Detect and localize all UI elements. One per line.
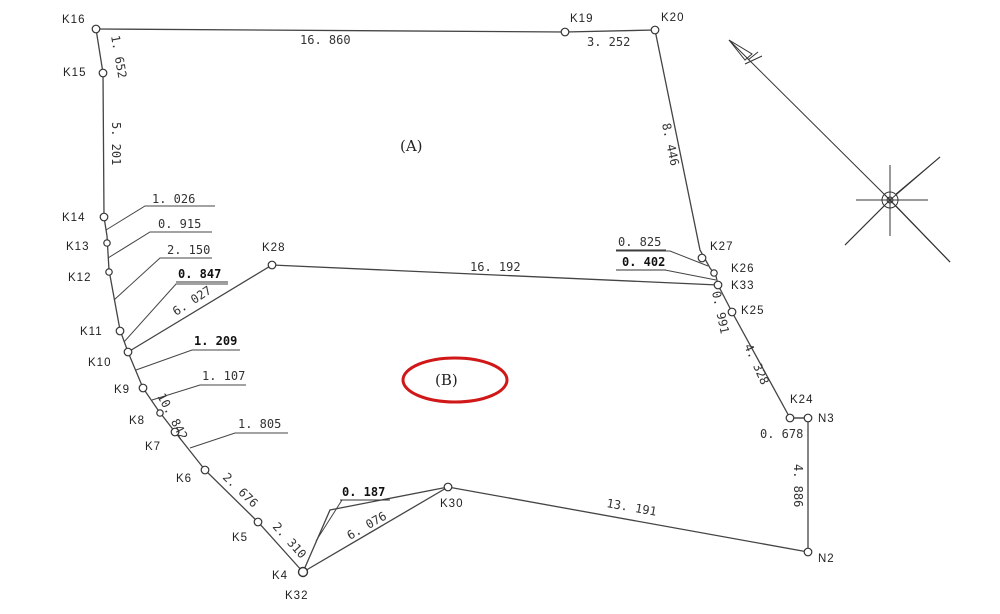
point-k27: [697, 253, 707, 263]
label-k30: K30: [440, 498, 463, 510]
label-k20: K20: [661, 12, 684, 24]
dist-k30-n2: 13. 191: [605, 496, 657, 519]
leader-k13-k12: [107, 231, 212, 259]
label-k5: K5: [232, 532, 248, 544]
dist-k9-k8: 1. 107: [202, 369, 245, 383]
point-k14: [99, 212, 109, 222]
label-k13: K13: [66, 241, 89, 253]
point-k13: [103, 239, 111, 247]
point-labels: K16 K15 K14 K13 K12 K11 K10 K9 K8 K7 K6 …: [62, 12, 835, 602]
dist-k5-k4: 2. 310: [270, 520, 309, 562]
point-n2: [803, 547, 813, 557]
leader-k27-k26: [616, 250, 709, 267]
leader-k9-k8: [151, 384, 246, 401]
point-k12: [105, 268, 113, 276]
label-k4: K4: [272, 570, 288, 582]
point-k16: [91, 24, 101, 34]
label-k26: K26: [731, 263, 754, 275]
leader-k14-k13: [105, 205, 215, 231]
dist-k13-k12: 0. 915: [158, 217, 201, 231]
distance-labels: 16. 860 3. 252 1. 652 5. 201 8. 446 1. 0…: [108, 33, 805, 561]
point-k8: [156, 409, 164, 417]
dist-k11-k10: 0. 847: [178, 267, 221, 281]
point-k7: [170, 427, 180, 437]
point-k30: [443, 482, 453, 492]
leader-k10-k9: [135, 349, 240, 371]
dist-k10-k9: 1. 209: [194, 334, 237, 348]
dist-k28-k33: 16. 192: [470, 260, 521, 274]
area-b-highlight-ring: [401, 356, 509, 404]
point-k26: [710, 269, 718, 277]
point-k28: [267, 260, 277, 270]
dist-k27-k26: 0. 825: [618, 235, 661, 249]
leader-k26-k33: [616, 269, 717, 281]
label-k25: K25: [741, 305, 764, 317]
point-n3: [803, 413, 813, 423]
point-k15: [98, 68, 108, 78]
point-k20: [650, 25, 660, 35]
label-k10: K10: [88, 357, 111, 369]
label-k6: K6: [176, 473, 192, 485]
label-k14: K14: [62, 212, 85, 224]
dist-k33-k25: 0. 991: [709, 290, 732, 335]
dist-k16-k19: 16. 860: [300, 33, 351, 47]
point-k24: [785, 413, 795, 423]
dist-k26-k33: 0. 402: [622, 255, 665, 269]
point-k11: [115, 326, 125, 336]
leader-k7-k6: [189, 432, 288, 449]
label-k16: K16: [62, 14, 85, 26]
label-n3: N3: [818, 413, 835, 425]
dist-k15-k14: 5. 201: [109, 122, 123, 165]
point-k25: [727, 307, 737, 317]
leader-k11-k10: [123, 283, 228, 343]
callout-leaders: [105, 205, 717, 542]
label-k11: K11: [80, 326, 103, 338]
dist-k16-k15: 1. 652: [108, 34, 129, 79]
point-k5: [253, 517, 263, 527]
label-k32: K32: [285, 590, 308, 602]
line-k32-k30-inner: [302, 486, 449, 573]
area-label-a: (A): [400, 137, 423, 155]
dist-k32-k30-a: 0. 187: [342, 485, 385, 499]
dist-k12-k11: 2. 150: [167, 243, 210, 257]
label-k15: K15: [63, 67, 86, 79]
point-k19: [560, 27, 570, 37]
north-arrow-icon: [728, 39, 951, 263]
leader-k12-k11: [113, 257, 212, 301]
point-k6: [200, 465, 210, 475]
survey-points: [91, 24, 813, 578]
point-k9: [138, 383, 148, 393]
label-k9: K9: [114, 384, 130, 396]
point-k4-k32: [297, 566, 309, 578]
point-k10: [123, 347, 133, 357]
label-k27: K27: [710, 241, 733, 253]
area-label-b: (B): [435, 371, 458, 389]
dist-k7-k6: 1. 805: [238, 417, 281, 431]
label-k7: K7: [145, 441, 161, 453]
label-k12: K12: [68, 272, 91, 284]
label-k24: K24: [790, 394, 813, 406]
label-k33: K33: [731, 280, 754, 292]
label-k28: K28: [262, 242, 285, 254]
label-k8: K8: [129, 415, 145, 427]
label-n2: N2: [818, 553, 835, 565]
point-k33: [713, 280, 723, 290]
dist-k25-k24: 4. 328: [741, 342, 771, 387]
label-k19: K19: [570, 13, 593, 25]
dist-k20-k27: 8. 446: [659, 122, 682, 167]
dist-n3-n2: 4. 886: [791, 464, 805, 507]
dist-k14-k13: 1. 026: [152, 192, 195, 206]
dist-k24-n3: 0. 678: [760, 427, 803, 441]
dist-k19-k20: 3. 252: [587, 35, 630, 49]
